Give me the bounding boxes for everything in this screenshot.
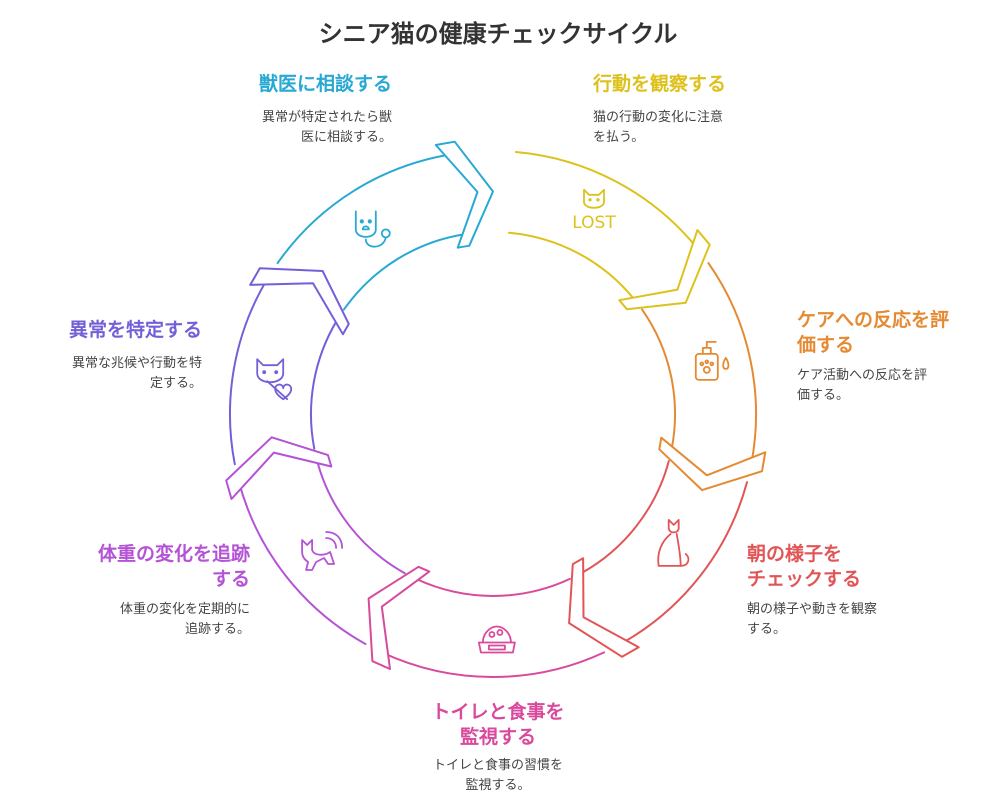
step-title-toilet: トイレと食事を 監視する xyxy=(431,701,565,748)
step-desc-vet: 異常が特定されたら獣 医に相談する。 xyxy=(261,110,392,145)
connector-chevron-toilet xyxy=(367,565,431,670)
step-title-vet: 獣医に相談する xyxy=(258,73,392,95)
ring-segment-toilet xyxy=(367,565,606,678)
ring-segment-evaluate xyxy=(641,262,767,492)
step-title-evaluate: ケアへの反応を評 価する xyxy=(797,309,950,356)
lost-cat-icon: LOST xyxy=(572,188,616,233)
step-desc-toilet: トイレと食事の習慣を 監視する。 xyxy=(432,758,563,793)
step-title-weight: 体重の変化を追跡 する xyxy=(97,543,250,590)
svg-text:LOST: LOST xyxy=(572,213,616,233)
connector-chevron-identify xyxy=(249,267,350,336)
cat-heart-icon xyxy=(256,358,293,401)
step-title-observe: 行動を観察する xyxy=(593,73,727,95)
sitting-cat-icon xyxy=(657,519,690,567)
ring-segment-identify xyxy=(228,267,350,466)
step-desc-morning: 朝の様子や動きを観察 する。 xyxy=(747,602,878,637)
step-desc-identify: 異常な兆候や行動を特 定する。 xyxy=(71,356,202,391)
vet-stethoscope-icon xyxy=(354,210,391,248)
ring-segment-morning xyxy=(568,460,748,658)
connector-chevron-vet xyxy=(434,140,494,249)
paw-soap-bottle-icon xyxy=(694,340,730,381)
diagram-title: シニア猫の健康チェックサイクル xyxy=(318,20,678,48)
step-title-identify: 異常を特定する xyxy=(68,319,202,341)
step-desc-weight: 体重の変化を定期的に 追跡する。 xyxy=(119,602,250,637)
step-desc-evaluate: ケア活動への反応を評 価する。 xyxy=(797,368,928,403)
ring-segment-vet xyxy=(276,140,494,311)
step-title-morning: 朝の様子を チェックする xyxy=(747,543,862,590)
connector-chevron-observe xyxy=(618,229,711,311)
connector-chevron-morning xyxy=(568,557,640,658)
ring-segment-observe: LOST xyxy=(507,151,711,311)
step-desc-observe: 猫の行動の変化に注意 を払う。 xyxy=(593,110,724,145)
food-bowl-icon xyxy=(477,625,516,654)
connector-chevron-evaluate xyxy=(658,436,767,492)
connector-chevron-weight xyxy=(225,436,333,500)
cat-signal-icon xyxy=(301,531,344,571)
ring-segment-weight xyxy=(225,436,406,645)
